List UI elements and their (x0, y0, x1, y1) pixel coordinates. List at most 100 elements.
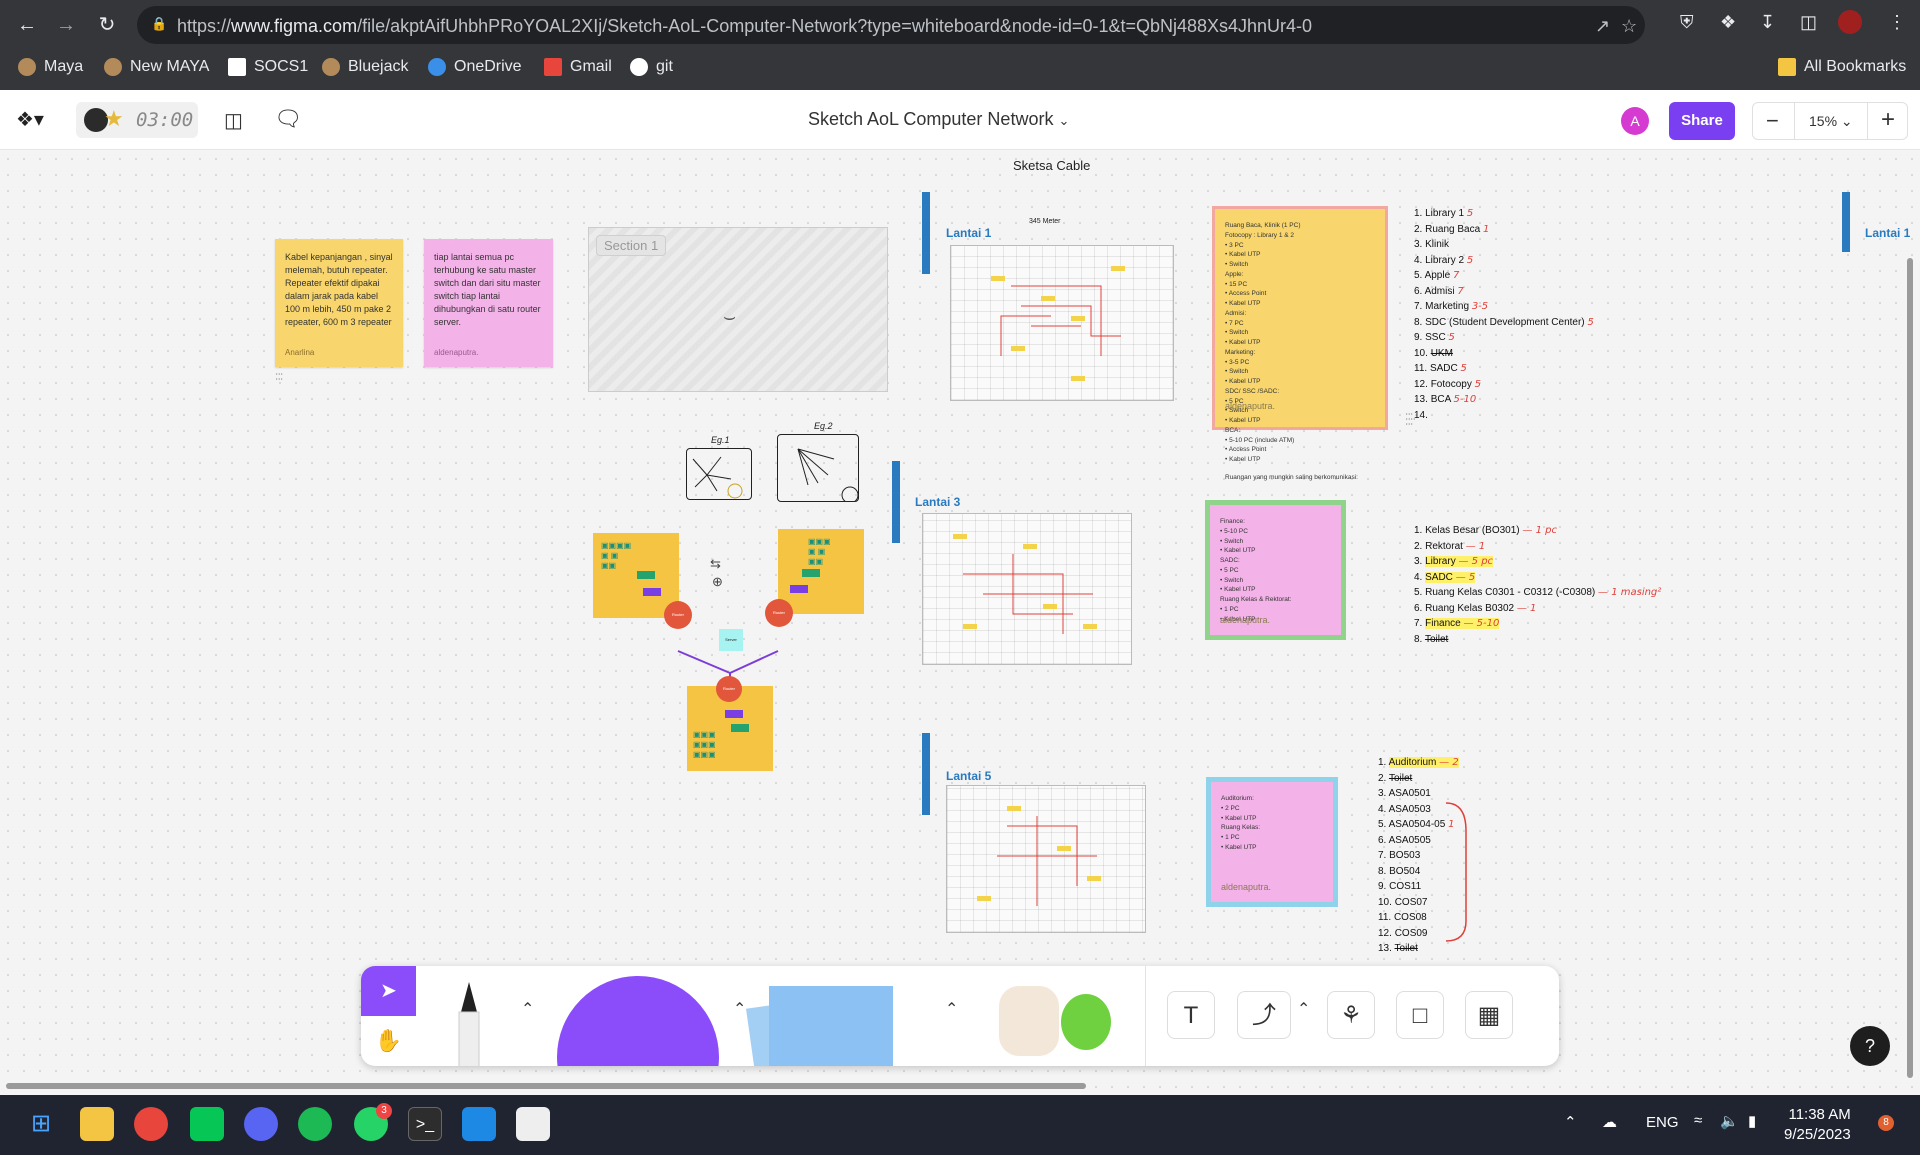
discord-icon[interactable] (244, 1107, 278, 1141)
tree-topology-sketch (797, 448, 859, 504)
sketch-eg1[interactable]: Eg.1 (686, 435, 752, 500)
floor-plan-lantai-5[interactable] (946, 785, 1146, 933)
zoom-in-button[interactable]: + (1881, 106, 1896, 133)
router-node[interactable]: Router (664, 601, 692, 629)
sketch-eg2[interactable]: Eg.2 (777, 421, 859, 504)
connector-tool[interactable]: ⤴ (1237, 991, 1291, 1039)
marker-icon[interactable] (441, 982, 497, 1066)
list-item: 9. COS11 (1378, 881, 1422, 892)
terminal-icon[interactable]: >_ (408, 1107, 442, 1141)
room-list-lantai-1[interactable]: 1. Library 1 5 2. Ruang Baca 1 3. Klinik… (1414, 206, 1614, 423)
horizontal-scrollbar[interactable] (6, 1083, 1086, 1089)
switch-tag (731, 724, 749, 732)
note-line: Finance: (1220, 518, 1245, 525)
hand-tool[interactable]: ✋ (374, 1028, 403, 1053)
floor-block-left[interactable]: ▣▣▣▣▣ ▣▣▣ (593, 533, 679, 618)
chevron-up-icon[interactable]: ⌃ (945, 1001, 959, 1018)
drawing-toolbar: ➤ ✋ ⌃ ⌃ ⌃ T ⤴ ⌃ ⚘ □ ▦ (361, 966, 1559, 1066)
download-icon[interactable]: ↧ (1760, 12, 1776, 32)
select-tool[interactable]: ➤ (361, 966, 416, 1016)
share-button[interactable]: Share (1669, 102, 1735, 140)
shield-icon[interactable]: ⛨ (1680, 12, 1694, 32)
bookmark-onedrive[interactable]: OneDrive (428, 58, 522, 76)
note-card-lantai-5[interactable]: Auditorium: • 2 PC • Kabel UTP Ruang Kel… (1206, 777, 1338, 907)
vscode-icon[interactable] (462, 1107, 496, 1141)
chevron-up-icon[interactable]: ⌃ (1297, 1001, 1311, 1018)
bookmark-bluejack[interactable]: Bluejack (322, 58, 408, 76)
avatar[interactable]: A (1621, 107, 1649, 135)
section-tool[interactable]: □ (1396, 991, 1444, 1039)
sidebar-icon[interactable]: ◫ (1800, 12, 1818, 32)
section-label[interactable]: Section 1 (596, 235, 667, 256)
layout-icon[interactable]: ◫ (224, 110, 243, 132)
back-icon[interactable]: ← (17, 14, 37, 36)
windows-start-icon[interactable]: ⊞ (30, 1110, 52, 1137)
router-node[interactable]: Router (765, 599, 793, 627)
shape-tool-circle[interactable] (557, 976, 719, 1066)
timer-dial-icon (84, 108, 108, 132)
note-card-lantai-1[interactable]: Ruang Baca, Klinik (1 PC) Fotocopy : Lib… (1212, 206, 1388, 481)
zoom-level[interactable]: 15% ⌄ (1809, 113, 1853, 129)
battery-icon[interactable]: ▮ (1748, 1113, 1757, 1130)
snipping-tool-icon[interactable] (516, 1107, 550, 1141)
floor-plan-lantai-1[interactable] (950, 245, 1174, 401)
sticky-note-pink[interactable]: tiap lantai semua pc terhubung ke satu m… (424, 239, 553, 367)
bookmark-git[interactable]: git (630, 58, 673, 76)
floor-plan-lantai-3[interactable] (922, 513, 1132, 665)
server-node[interactable]: Server (719, 629, 743, 651)
puzzle-icon[interactable]: ❖ (1720, 12, 1737, 32)
star-icon[interactable]: ☆ (1621, 16, 1638, 36)
reload-icon[interactable]: ↻ (98, 14, 116, 36)
profile-avatar[interactable] (1838, 10, 1862, 34)
room-list-lantai-3[interactable]: 1. Kelas Besar (BO301) — 1 pc 2. Rektora… (1414, 523, 1744, 647)
help-button[interactable]: ? (1850, 1026, 1890, 1066)
link-preview[interactable]: • • •• • • (276, 371, 283, 382)
sticker-character-icon[interactable] (1061, 994, 1111, 1050)
chevron-up-icon[interactable]: ⌃ (1564, 1114, 1577, 1131)
wifi-icon[interactable]: ≈ (1694, 1112, 1703, 1129)
figma-menu-icon[interactable]: ❖▾ (16, 109, 44, 131)
language-indicator[interactable]: ENG (1646, 1114, 1679, 1131)
volume-icon[interactable]: 🔈 (1720, 1113, 1739, 1130)
note-line: • 5-10 PC (1220, 527, 1248, 535)
room-list-lantai-5[interactable]: 1. Auditorium — 2 2. Toilet 3. ASA0501 4… (1378, 755, 1578, 957)
kebab-menu-icon[interactable]: ⋮ (1888, 12, 1906, 32)
text-tool[interactable]: T (1167, 991, 1215, 1039)
spotify-icon[interactable] (298, 1107, 332, 1141)
bookmark-socs1[interactable]: SOCS1 (228, 58, 308, 76)
stamp-tool[interactable]: ⚘ (1327, 991, 1375, 1039)
chevron-up-icon[interactable]: ⌃ (733, 1001, 747, 1018)
whiteboard-canvas[interactable]: Sketsa Cable Kabel kepanjangan , sinyal … (0, 151, 1920, 1093)
file-title[interactable]: Sketch AoL Computer Network ⌄ (808, 109, 1070, 129)
stamp-character-icon[interactable] (999, 986, 1059, 1056)
all-bookmarks[interactable]: All Bookmarks (1778, 58, 1906, 76)
table-tool[interactable]: ▦ (1465, 991, 1513, 1039)
note-line: • Kabel UTP (1220, 615, 1256, 623)
timer-widget[interactable]: ★ 03:00 (76, 102, 198, 138)
section-frame[interactable]: Section 1 ⌣ (588, 227, 888, 392)
bookmark-new-maya[interactable]: New MAYA (104, 58, 209, 76)
comment-icon[interactable]: 🗨 (274, 106, 302, 131)
cloud-icon[interactable]: ☁ (1602, 1114, 1617, 1131)
note-card-lantai-3[interactable]: Finance: • 5-10 PC • Switch • Kabel UTP … (1205, 500, 1346, 640)
bookmark-gmail[interactable]: Gmail (544, 58, 612, 76)
router-node[interactable]: Router (716, 676, 742, 702)
sticky-note-yellow[interactable]: Kabel kepanjangan , sinyal melemah, butu… (275, 239, 403, 367)
bookmark-maya[interactable]: Maya (18, 58, 83, 76)
zoom-out-button[interactable]: − (1766, 108, 1779, 133)
chevron-up-icon[interactable]: ⌃ (521, 1001, 535, 1018)
sticky-tool[interactable] (769, 986, 893, 1066)
bookmark-favicon-icon (18, 58, 36, 76)
share-page-icon[interactable]: ↗ (1595, 16, 1611, 36)
notification-badge[interactable]: 8 (1878, 1115, 1894, 1131)
small-note[interactable]: • • •• • • •• • • (1406, 411, 1415, 427)
file-explorer-icon[interactable] (80, 1107, 114, 1141)
floor-block-right[interactable]: ▣▣▣▣ ▣▣▣ (778, 529, 864, 614)
chrome-icon[interactable] (134, 1107, 168, 1141)
vertical-scrollbar[interactable] (1907, 258, 1913, 1078)
list-item: 11. COS08 (1378, 912, 1427, 923)
forward-icon[interactable]: → (56, 14, 76, 36)
line-icon[interactable] (190, 1107, 224, 1141)
address-bar[interactable]: 🔒 https://www.figma.com/file/akptAifUhbh… (137, 6, 1645, 44)
